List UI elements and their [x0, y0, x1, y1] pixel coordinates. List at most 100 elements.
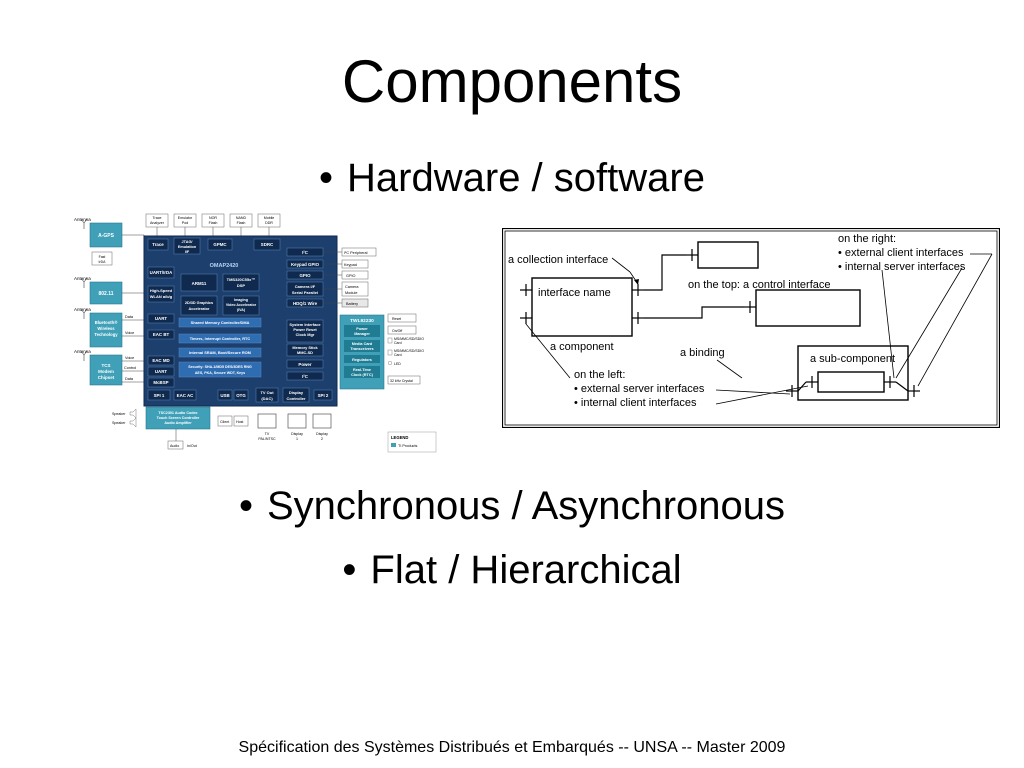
svg-text:SPI 2: SPI 2: [318, 393, 329, 398]
svg-text:Control: Control: [124, 366, 136, 370]
svg-text:32 kHz Crystal: 32 kHz Crystal: [390, 379, 413, 383]
svg-text:LED: LED: [394, 362, 401, 366]
component-diagram-svg: interface name a collection interface a …: [501, 227, 1001, 429]
svg-text:Wireless: Wireless: [97, 326, 115, 331]
svg-text:SPI 1: SPI 1: [154, 393, 165, 398]
svg-text:interface name: interface name: [538, 287, 611, 299]
svg-text:a binding: a binding: [680, 347, 725, 359]
svg-text:IrDA: IrDA: [99, 260, 107, 264]
svg-text:• internal server interfaces: • internal server interfaces: [838, 261, 966, 273]
bullet-text: Synchronous / Asynchronous: [266, 484, 786, 528]
svg-text:Client: Client: [220, 420, 229, 424]
bullet-text: Flat / Hierarchical: [370, 548, 682, 592]
svg-text:Antenna: Antenna: [74, 276, 91, 281]
svg-text:Serial Parallel: Serial Parallel: [292, 290, 318, 295]
main-component-box: [531, 277, 633, 337]
svg-text:Reset: Reset: [392, 317, 401, 321]
svg-text:TCS: TCS: [102, 363, 111, 368]
svg-text:Power: Power: [298, 362, 311, 367]
peripheral-bluetooth: Antenna Bluetooth® Wireless Technology D…: [74, 307, 144, 348]
svg-text:a collection interface: a collection interface: [508, 254, 608, 266]
svg-text:Internal SRAM, Boot/Secure ROM: Internal SRAM, Boot/Secure ROM: [189, 350, 251, 355]
svg-text:a sub-component: a sub-component: [810, 353, 895, 365]
svg-text:Regulators: Regulators: [352, 358, 372, 362]
svg-text:WLAN a/b/g: WLAN a/b/g: [150, 294, 173, 299]
svg-text:on the top: a control interfac: on the top: a control interface: [688, 279, 830, 291]
svg-text:Pod: Pod: [182, 221, 188, 225]
svg-text:A-GPS: A-GPS: [98, 233, 115, 239]
svg-text:Speaker: Speaker: [112, 412, 126, 416]
svg-text:Data: Data: [125, 377, 134, 381]
bullet-flat-hierarchical: •Flat / Hierarchical: [0, 546, 1024, 594]
svg-text:Modem: Modem: [98, 369, 114, 374]
svg-text:Host: Host: [236, 420, 243, 424]
svg-text:2: 2: [321, 437, 323, 441]
svg-text:SDRC: SDRC: [261, 242, 274, 247]
bullet-text: Hardware / software: [347, 156, 705, 200]
svg-text:LEGEND: LEGEND: [391, 435, 408, 440]
svg-text:Camera: Camera: [345, 285, 359, 289]
svg-text:DDR: DDR: [265, 221, 273, 225]
svg-text:Touch Screen Controller: Touch Screen Controller: [157, 416, 200, 420]
svg-text:Voice: Voice: [125, 331, 134, 335]
hardware-block-diagram: Antenna A-GPS Fast IrDA Antenna 802.11 A…: [68, 210, 440, 455]
svg-text:Battery: Battery: [346, 302, 358, 306]
svg-text:Antenna: Antenna: [74, 307, 91, 312]
svg-text:• internal client interfaces: • internal client interfaces: [574, 397, 697, 409]
svg-text:TSC2301 Audio Codec: TSC2301 Audio Codec: [158, 411, 197, 415]
svg-text:Display: Display: [316, 432, 328, 436]
svg-text:Transceivers: Transceivers: [350, 347, 373, 351]
svg-text:Security: SHA-1/MD5 DES/3DES R: Security: SHA-1/MD5 DES/3DES RNG: [188, 365, 252, 369]
svg-text:Camera I/F: Camera I/F: [295, 284, 316, 289]
svg-text:Trace: Trace: [152, 216, 161, 220]
svg-text:1: 1: [296, 437, 298, 441]
bullet-synchronous-asynchronous: •Synchronous / Asynchronous: [0, 482, 1024, 530]
svg-text:TMS320C55x™: TMS320C55x™: [227, 277, 256, 282]
svg-text:Audio Amplifier: Audio Amplifier: [164, 421, 192, 425]
svg-text:On/Off: On/Off: [392, 329, 402, 333]
svg-text:AES, PKA, Secure WDT, Keys: AES, PKA, Secure WDT, Keys: [195, 371, 245, 375]
svg-text:I²C: I²C: [302, 250, 309, 255]
svg-text:In/Out: In/Out: [187, 444, 197, 448]
svg-text:MS/MMC/SD/SDIO: MS/MMC/SD/SDIO: [394, 349, 424, 353]
svg-text:Keypad: Keypad: [344, 263, 357, 267]
svg-text:Power: Power: [356, 327, 368, 331]
svg-text:ARM11: ARM11: [192, 281, 207, 286]
slide-footer: Spécification des Systèmes Distribués et…: [238, 739, 786, 756]
svg-text:GPIO: GPIO: [300, 273, 312, 278]
peripheral-agps: Antenna A-GPS Fast IrDA: [74, 217, 145, 267]
svg-text:Antenna: Antenna: [74, 217, 91, 222]
bullet-hardware-software: •Hardware / software: [0, 154, 1024, 202]
svg-text:Power Reset: Power Reset: [293, 327, 317, 332]
svg-text:Memory Stick: Memory Stick: [292, 345, 318, 350]
svg-text:• external client interfaces: • external client interfaces: [838, 247, 964, 259]
svg-text:Chipset: Chipset: [98, 375, 115, 380]
svg-text:High-Speed: High-Speed: [150, 288, 173, 293]
svg-text:TI Products: TI Products: [398, 444, 418, 448]
svg-text:Real-Time: Real-Time: [353, 368, 371, 372]
svg-text:Clock Mgr: Clock Mgr: [296, 332, 315, 337]
svg-text:TWL92230: TWL92230: [350, 318, 374, 324]
svg-text:TV: TV: [265, 432, 270, 436]
svg-text:Data: Data: [125, 315, 134, 319]
svg-text:Timers, Interrupt Controller,: Timers, Interrupt Controller, RTC: [190, 336, 251, 341]
svg-text:Card: Card: [394, 353, 402, 357]
svg-text:HDQ/1 Wire: HDQ/1 Wire: [293, 301, 318, 306]
svg-text:Fast: Fast: [99, 255, 106, 259]
svg-text:Imaging: Imaging: [234, 298, 248, 302]
svg-text:Flash: Flash: [209, 221, 218, 225]
svg-text:Card: Card: [394, 341, 402, 345]
svg-text:2D/3D Graphics: 2D/3D Graphics: [185, 301, 213, 305]
svg-text:JTAG/: JTAG/: [182, 240, 194, 244]
svg-text:Bluetooth®: Bluetooth®: [95, 320, 119, 325]
svg-text:Manager: Manager: [354, 332, 370, 336]
svg-text:NOR: NOR: [209, 216, 217, 220]
svg-text:Keypad GPIO: Keypad GPIO: [291, 262, 320, 267]
svg-text:TV Out: TV Out: [260, 390, 274, 395]
svg-text:Emulation: Emulation: [178, 245, 197, 249]
svg-text:on the left:: on the left:: [574, 369, 625, 381]
svg-text:Video Accelerator: Video Accelerator: [226, 303, 257, 307]
svg-text:Module: Module: [345, 291, 357, 295]
